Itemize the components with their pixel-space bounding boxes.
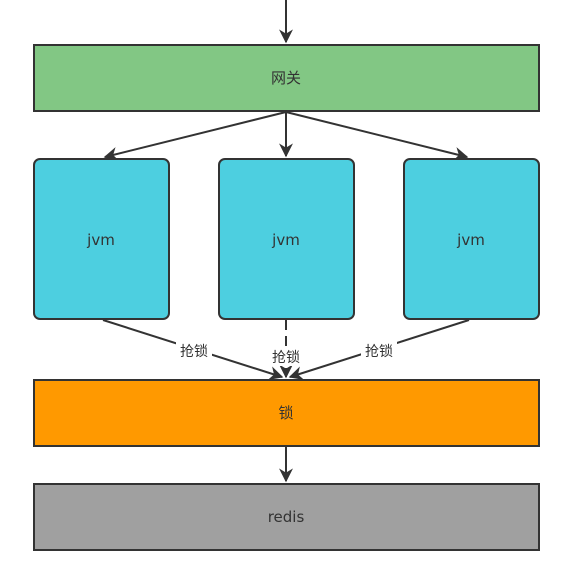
gateway-node: 网关 bbox=[33, 44, 540, 112]
redis-label: redis bbox=[268, 508, 305, 526]
edge-label-left-text: 抢锁 bbox=[180, 343, 208, 360]
jvm-middle-box bbox=[218, 158, 355, 320]
lock-box bbox=[33, 379, 540, 447]
gateway-box bbox=[33, 44, 540, 112]
edge-label-right: 抢锁 bbox=[361, 341, 397, 360]
jvm-left-label: jvm bbox=[86, 231, 115, 249]
jvm-node-right: jvm bbox=[403, 158, 540, 320]
redis-box bbox=[33, 483, 540, 551]
jvm-middle-label: jvm bbox=[271, 231, 300, 249]
jvm-left-box bbox=[33, 158, 170, 320]
gateway-label: 网关 bbox=[271, 69, 301, 87]
gateway-to-jvm-left-edge bbox=[103, 111, 287, 161]
jvm-right-box bbox=[403, 158, 540, 320]
edge-label-right-text: 抢锁 bbox=[365, 343, 393, 360]
lock-node: 锁 bbox=[33, 379, 540, 447]
jvm-node-middle: jvm bbox=[218, 158, 355, 320]
edge-label-middle-text: 抢锁 bbox=[272, 349, 300, 366]
jvm-node-left: jvm bbox=[33, 158, 170, 320]
redis-node: redis bbox=[33, 483, 540, 551]
lock-label: 锁 bbox=[278, 404, 293, 422]
gateway-to-jvm-right-edge bbox=[285, 111, 469, 161]
edge-label-left: 抢锁 bbox=[176, 341, 212, 360]
jvm-right-label: jvm bbox=[456, 231, 485, 249]
edge-label-middle: 抢锁 bbox=[268, 347, 304, 366]
